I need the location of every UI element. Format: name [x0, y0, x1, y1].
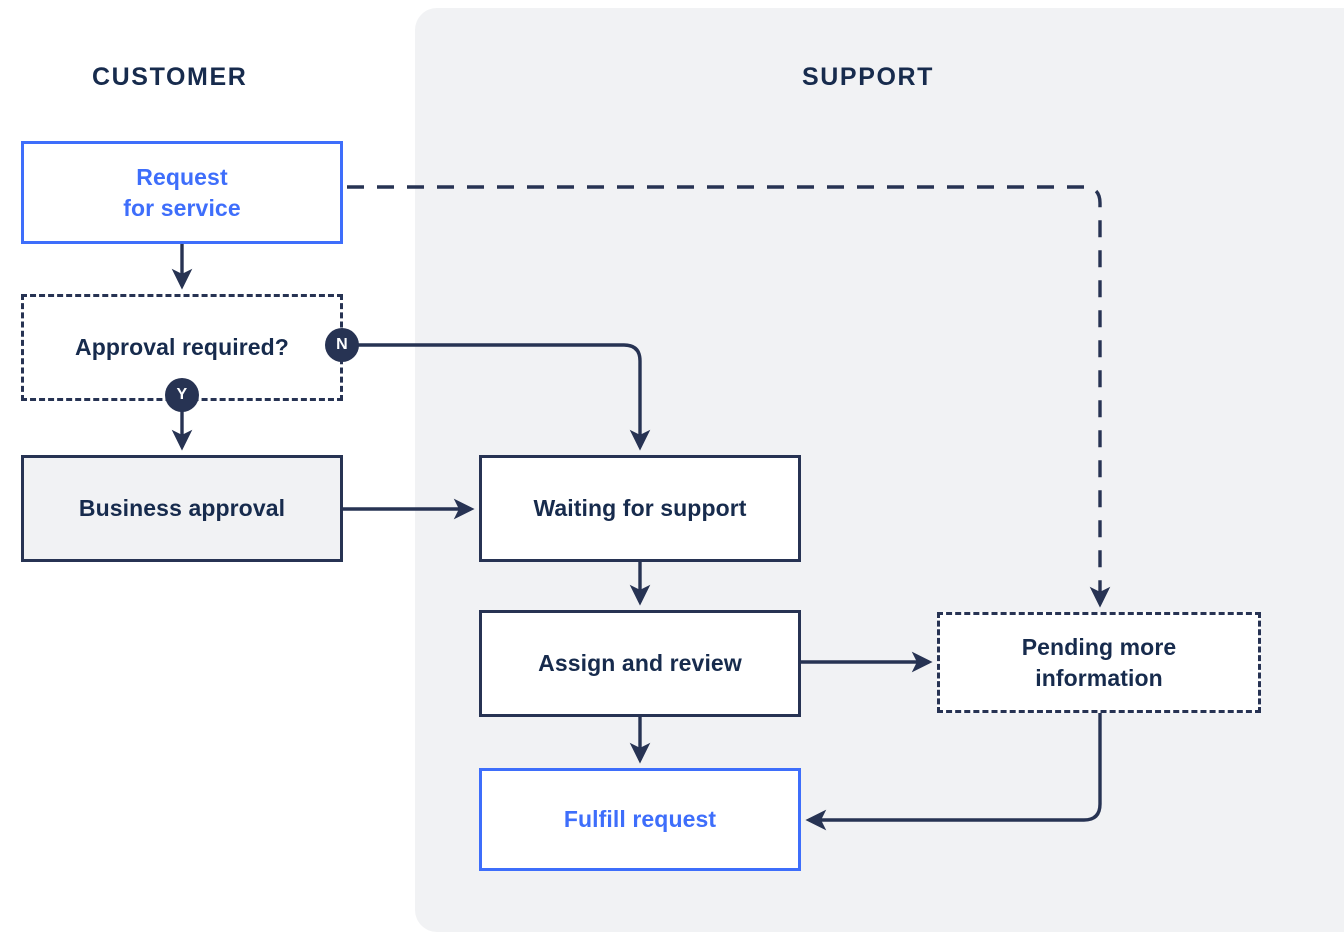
lane-title-customer: CUSTOMER	[92, 63, 248, 91]
node-business-label: Business approval	[78, 495, 286, 522]
node-approval-label: Approval required?	[75, 334, 289, 361]
node-assign-and-review[interactable]: Assign and review	[479, 610, 801, 717]
node-pending-line2: information	[1035, 664, 1163, 691]
node-request-line2: for service	[123, 194, 241, 221]
node-request-for-service[interactable]: Request for service	[21, 141, 343, 244]
decision-badge-no: N	[325, 328, 359, 362]
node-pending-more-information[interactable]: Pending more information	[937, 612, 1261, 713]
node-waiting-for-support[interactable]: Waiting for support	[479, 455, 801, 562]
lane-title-support: SUPPORT	[802, 63, 935, 91]
node-fulfill-request[interactable]: Fulfill request	[479, 768, 801, 871]
node-fulfill-label: Fulfill request	[563, 806, 717, 833]
node-assign-label: Assign and review	[538, 650, 742, 677]
node-business-approval[interactable]: Business approval	[21, 455, 343, 562]
node-pending-label: Pending more information	[1022, 632, 1177, 693]
node-request-label: Request for service	[123, 162, 240, 223]
node-request-line1: Request	[136, 164, 228, 191]
decision-badge-yes: Y	[165, 378, 199, 412]
node-waiting-label: Waiting for support	[533, 495, 747, 522]
node-pending-line1: Pending more	[1021, 634, 1177, 661]
